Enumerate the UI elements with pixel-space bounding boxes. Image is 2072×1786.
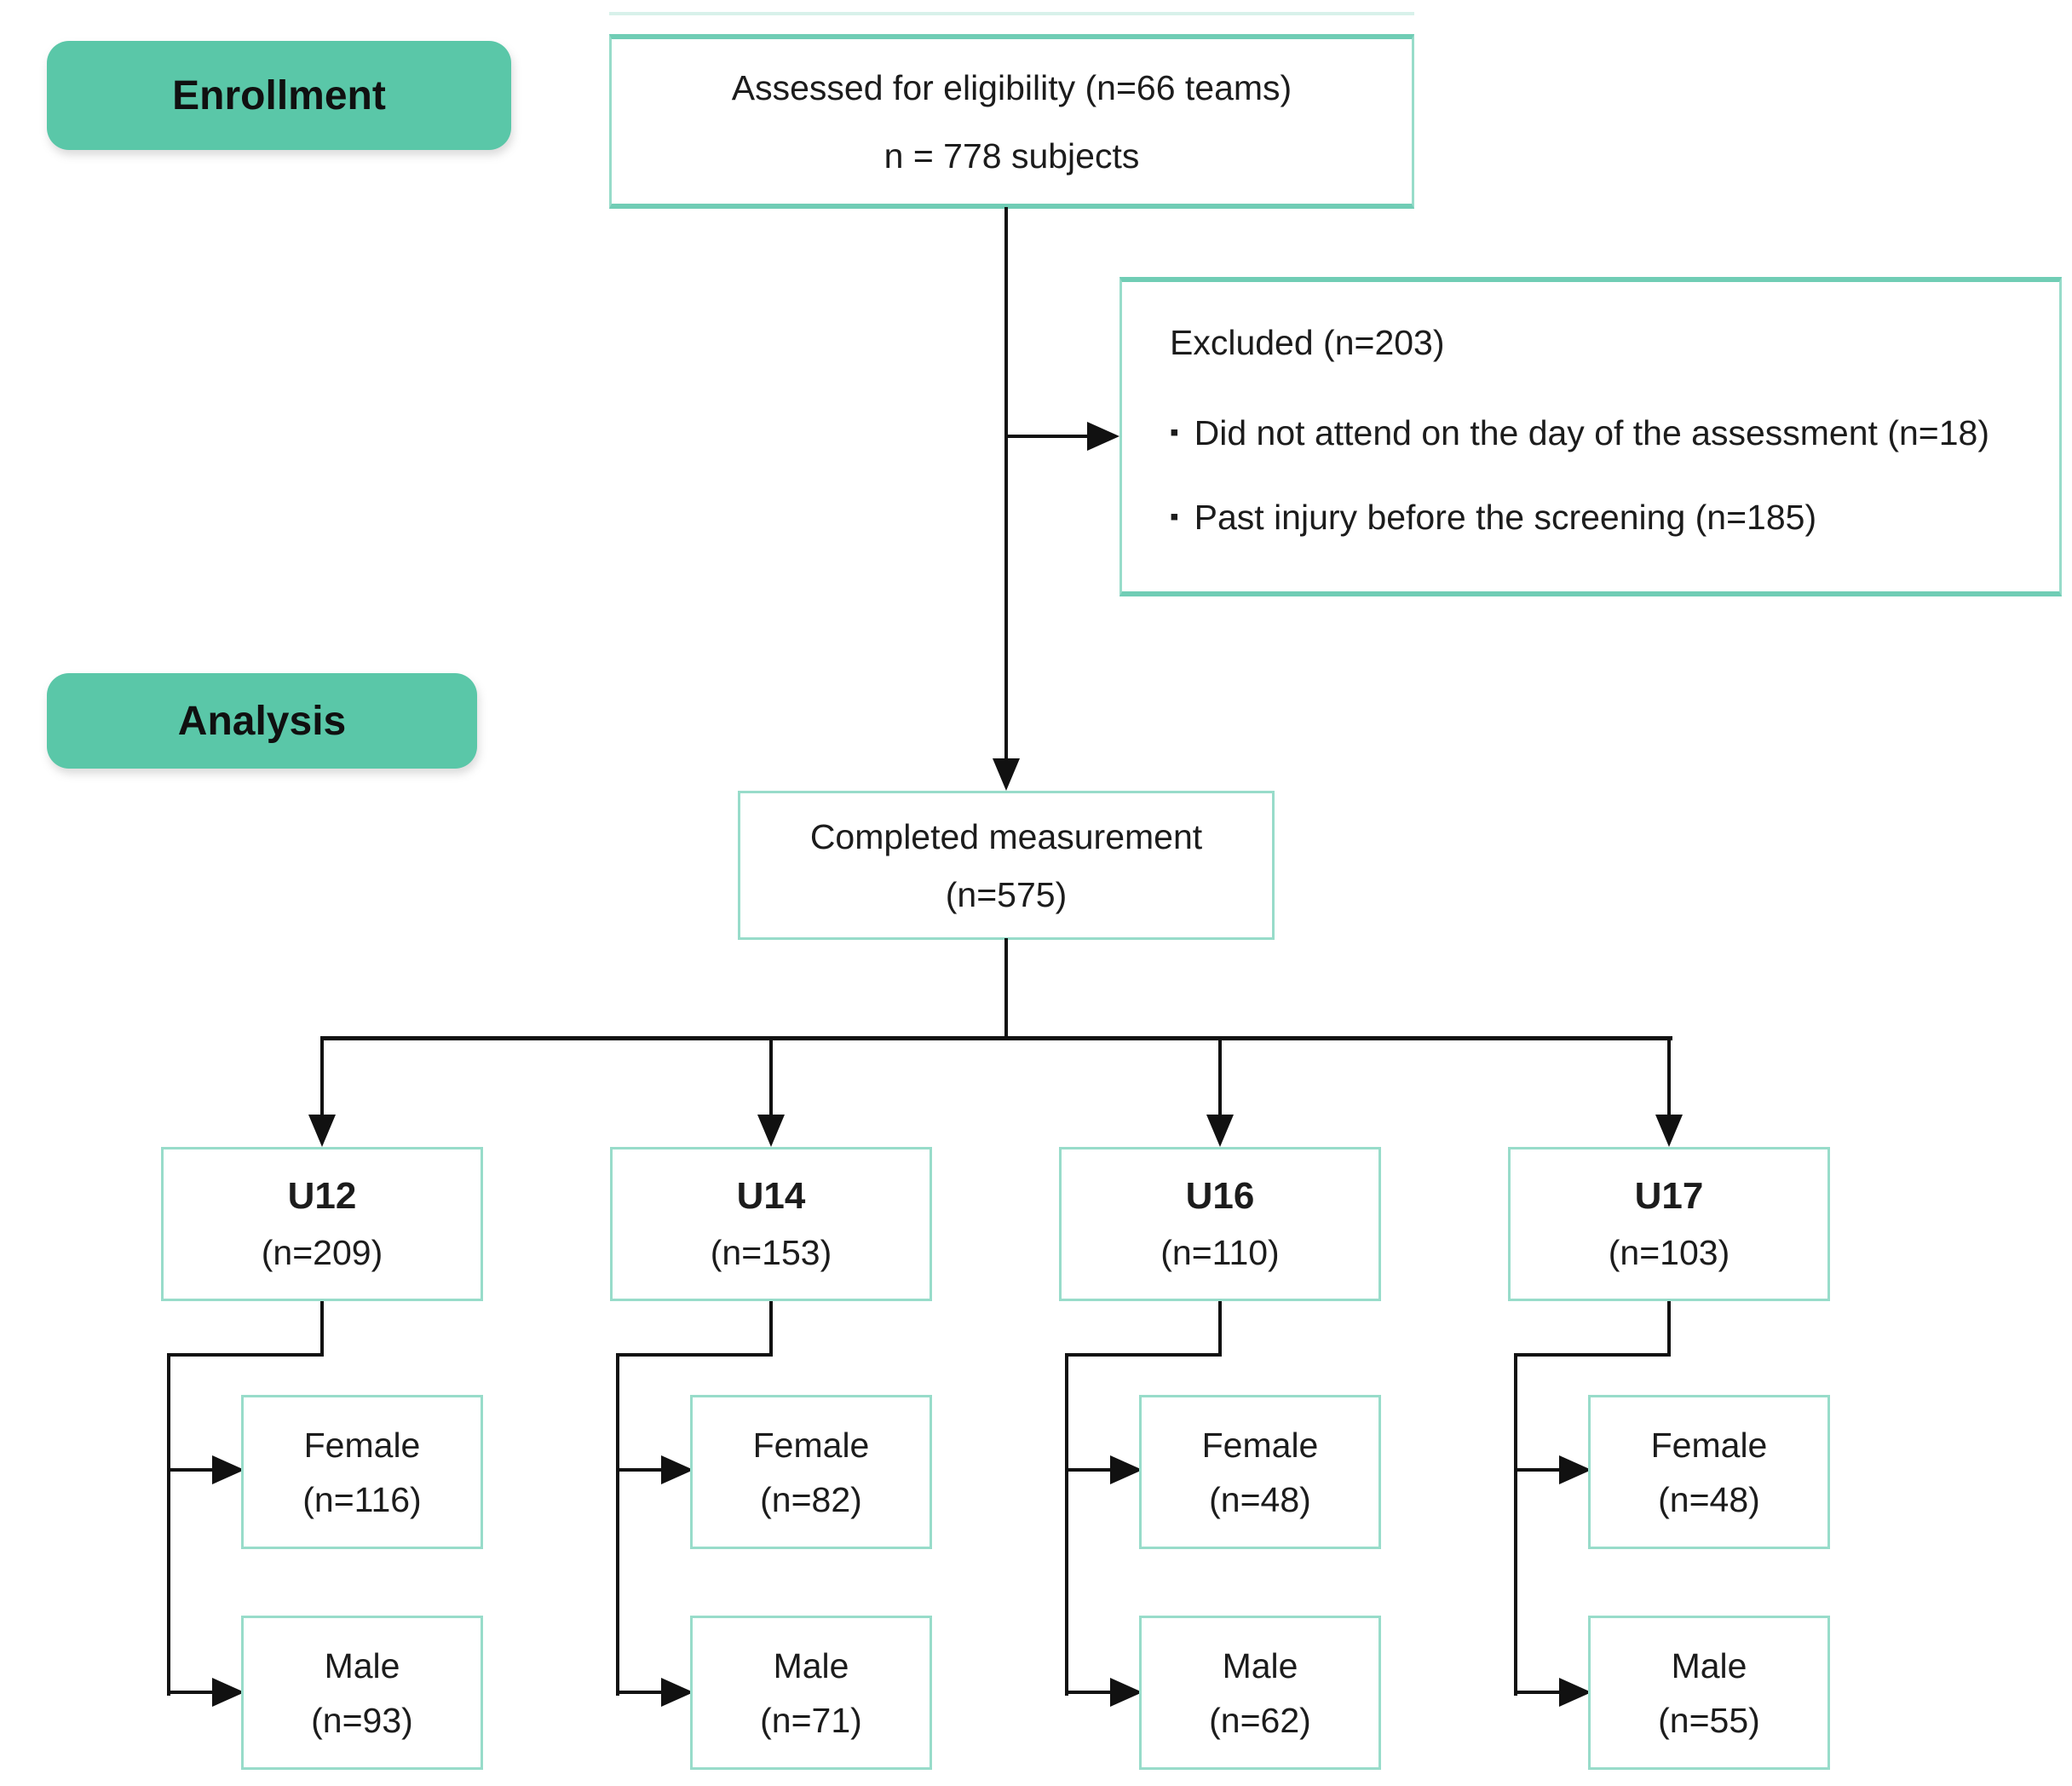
group-n: (n=209) [261,1232,383,1272]
connector-line-female-u17 [1516,1468,1563,1472]
female-label: Female [752,1425,870,1465]
male-box-u14: Male (n=71) [690,1616,932,1770]
male-n: (n=93) [311,1700,413,1740]
completed-box: Completed measurement (n=575) [738,791,1275,940]
stage-label-enrollment: Enrollment [47,41,511,150]
group-n: (n=153) [710,1232,832,1272]
excluded-box: Excluded (n=203) ▪ Did not attend on the… [1119,277,2062,596]
group-n: (n=110) [1160,1232,1280,1272]
connector-elbow-v-u14 [616,1353,619,1696]
female-label: Female [1650,1425,1768,1465]
male-box-u12: Male (n=93) [241,1616,483,1770]
male-label: Male [1222,1645,1298,1685]
assessed-box-ghost-edge [609,12,1414,15]
excluded-bullet-row: ▪ Past injury before the screening (n=18… [1170,496,1816,543]
connector-line-drop-u14 [769,1036,773,1116]
stage-label-analysis: Analysis [47,673,477,769]
group-box-u16: U16 (n=110) [1059,1147,1381,1301]
female-n: (n=48) [1658,1479,1760,1519]
connector-elbow-v-u17 [1514,1353,1517,1696]
group-box-u14: U14 (n=153) [610,1147,932,1301]
male-label: Male [324,1645,400,1685]
excluded-bullet-row: ▪ Did not attend on the day of the asses… [1170,412,1989,458]
connector-line-male-u14 [618,1691,665,1694]
male-n: (n=62) [1209,1700,1311,1740]
arrow-down-icon [1206,1115,1234,1147]
connector-line-female-u16 [1067,1468,1114,1472]
arrow-down-icon [757,1115,785,1147]
group-name: U14 [736,1174,806,1217]
bullet-icon: ▪ [1170,418,1179,446]
female-n: (n=116) [302,1479,422,1519]
connector-stub-u14 [769,1301,773,1355]
arrow-right-icon [1110,1678,1142,1707]
arrow-down-icon [993,758,1020,791]
connector-line-female-u12 [169,1468,216,1472]
female-n: (n=82) [760,1479,862,1519]
group-box-u17: U17 (n=103) [1508,1147,1830,1301]
arrow-right-icon [661,1678,694,1707]
arrow-right-icon [1087,422,1119,451]
male-n: (n=55) [1658,1700,1760,1740]
stage-label-enrollment-text: Enrollment [172,72,386,118]
assessed-box: Assessed for eligibility (n=66 teams) n … [609,34,1414,209]
connector-line-female-u14 [618,1468,665,1472]
group-name: U17 [1634,1174,1704,1217]
female-box-u16: Female (n=48) [1139,1395,1381,1549]
arrow-down-icon [1655,1115,1683,1147]
female-box-u14: Female (n=82) [690,1395,932,1549]
connector-elbow-v-u12 [167,1353,170,1696]
connector-elbow-h-u14 [618,1353,773,1357]
connector-line-male-u16 [1067,1691,1114,1694]
connector-line-assessed-to-completed [1004,207,1008,761]
male-label: Male [1671,1645,1747,1685]
female-label: Female [303,1425,421,1465]
connector-elbow-h-u16 [1067,1353,1222,1357]
connector-line-drop-u16 [1218,1036,1222,1116]
excluded-bullet-text: Past injury before the screening (n=185) [1194,498,1817,537]
connector-line-male-u17 [1516,1691,1563,1694]
arrow-right-icon [1559,1678,1591,1707]
group-name: U12 [287,1174,357,1217]
bullet-icon: ▪ [1170,503,1179,531]
arrow-right-icon [212,1455,245,1484]
connector-elbow-v-u16 [1065,1353,1068,1696]
excluded-title: Excluded (n=203) [1170,323,1445,362]
connector-elbow-h-u17 [1516,1353,1671,1357]
connector-line-drop-u12 [320,1036,324,1116]
completed-line2: (n=575) [945,874,1068,914]
connector-line-male-u12 [169,1691,216,1694]
arrow-right-icon [212,1678,245,1707]
arrow-down-icon [308,1115,336,1147]
female-box-u12: Female (n=116) [241,1395,483,1549]
male-n: (n=71) [760,1700,862,1740]
male-box-u16: Male (n=62) [1139,1616,1381,1770]
male-box-u17: Male (n=55) [1588,1616,1830,1770]
female-label: Female [1201,1425,1319,1465]
connector-stub-u12 [320,1301,324,1355]
group-n: (n=103) [1608,1232,1730,1272]
connector-elbow-h-u12 [169,1353,324,1357]
arrow-right-icon [1110,1455,1142,1484]
arrow-right-icon [1559,1455,1591,1484]
connector-stub-u16 [1218,1301,1222,1355]
group-box-u12: U12 (n=209) [161,1147,483,1301]
completed-line1: Completed measurement [809,816,1203,856]
connector-line-drop-u17 [1667,1036,1671,1116]
assessed-line1: Assessed for eligibility (n=66 teams) [731,67,1292,107]
group-name: U16 [1185,1174,1255,1217]
excluded-bullet-text: Did not attend on the day of the assessm… [1194,413,1989,452]
connector-line-excluded-branch [1006,435,1091,438]
stage-label-analysis-text: Analysis [177,698,347,744]
connector-line-completed-to-split [1004,938,1008,1040]
connector-line-split-horizontal [320,1036,1672,1040]
male-label: Male [773,1645,849,1685]
assessed-line2: n = 778 subjects [883,135,1140,176]
arrow-right-icon [661,1455,694,1484]
connector-stub-u17 [1667,1301,1671,1355]
female-n: (n=48) [1209,1479,1311,1519]
female-box-u17: Female (n=48) [1588,1395,1830,1549]
